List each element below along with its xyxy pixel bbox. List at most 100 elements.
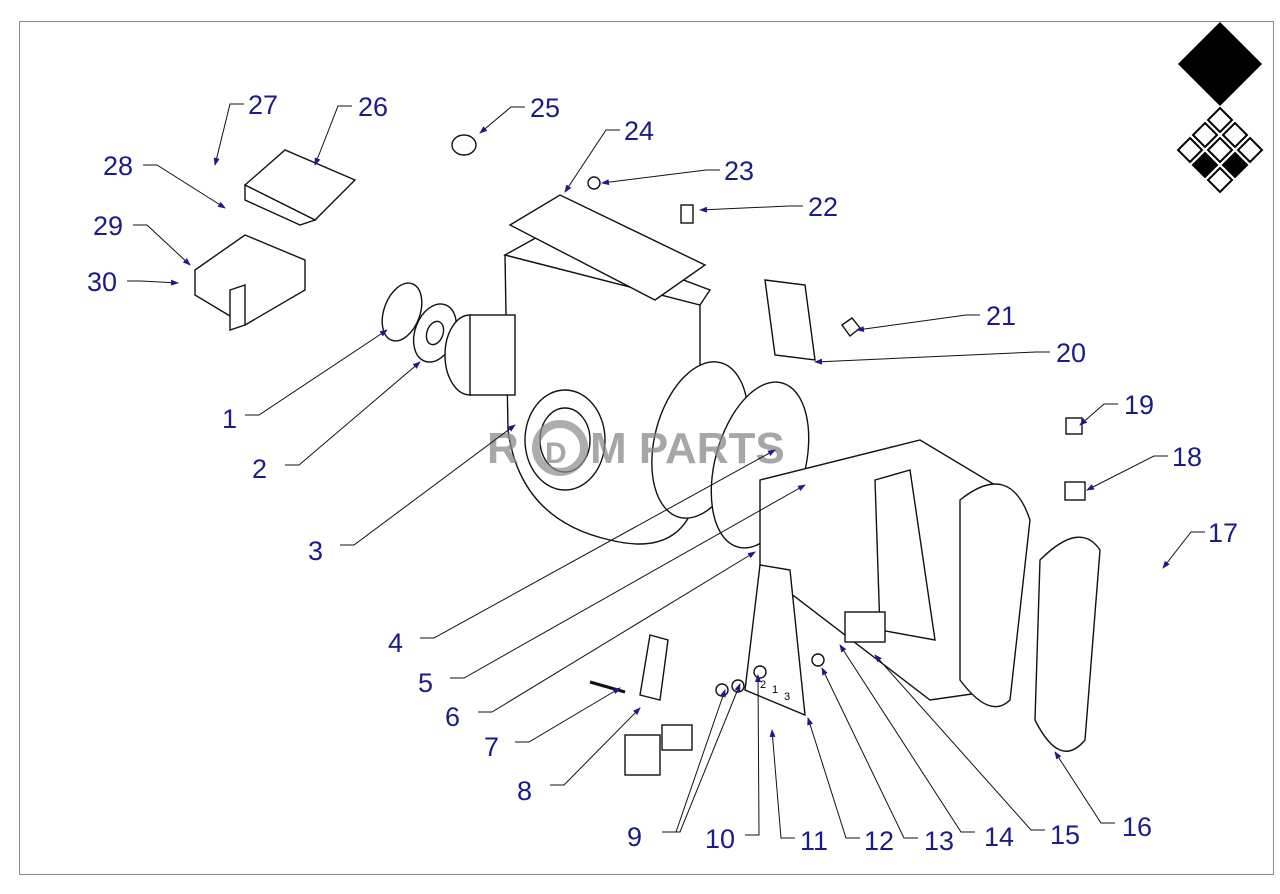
callout-label: 14: [984, 822, 1014, 852]
part-circlip-1: [381, 282, 423, 342]
callout-label: 29: [93, 211, 123, 241]
callout-28[interactable]: 28: [103, 151, 226, 209]
callout-label: 7: [484, 732, 499, 762]
callout-29[interactable]: 29: [93, 211, 191, 266]
callout-16[interactable]: 16: [1054, 751, 1152, 842]
callout-18[interactable]: 18: [1086, 442, 1202, 491]
leader-line: [133, 224, 191, 266]
callout-5[interactable]: 5: [418, 484, 806, 698]
callout-label: 9: [627, 822, 642, 852]
callout-25[interactable]: 25: [479, 93, 560, 134]
callout-9[interactable]: 9: [627, 683, 741, 852]
callout-14[interactable]: 14: [839, 644, 1014, 852]
callout-10[interactable]: 10: [705, 674, 762, 854]
diagram-frame: [19, 21, 1274, 875]
callout-17[interactable]: 17: [1162, 518, 1238, 569]
callout-24[interactable]: 24: [564, 116, 654, 193]
leader-line: [745, 674, 762, 836]
leader-line: [478, 551, 756, 713]
callout-8[interactable]: 8: [517, 707, 641, 806]
leader-line: [856, 314, 980, 333]
callout-6[interactable]: 6: [445, 551, 756, 732]
callout-label: 21: [986, 301, 1016, 331]
callout-3[interactable]: 3: [308, 424, 516, 566]
leader-line: [213, 103, 244, 166]
callout-label: 28: [103, 151, 133, 181]
callout-label: 11: [800, 826, 828, 856]
callout-15[interactable]: 15: [874, 654, 1080, 850]
callout-label: 10: [705, 824, 735, 854]
leader-line: [821, 667, 918, 839]
part-cover-plate-24: [508, 194, 707, 301]
leader-line: [1162, 531, 1205, 569]
callout-19[interactable]: 19: [1079, 390, 1154, 426]
callout-4[interactable]: 4: [388, 449, 776, 658]
leader-line: [127, 279, 179, 286]
leader-line: [807, 717, 860, 839]
leader-line: [874, 654, 1045, 831]
callout-label: 3: [308, 536, 323, 566]
leader-line: [285, 361, 421, 466]
part-plug-18: [1064, 481, 1086, 501]
part-bracket-20: [764, 279, 816, 361]
callout-label: 24: [624, 116, 654, 146]
callout-12[interactable]: 12: [807, 717, 894, 856]
part-bracket-29: [194, 234, 306, 331]
bracket-marking: 1: [772, 684, 778, 696]
bracket-marking: 3: [784, 691, 790, 703]
callout-label: 4: [388, 628, 403, 658]
leader-line: [601, 169, 720, 186]
callout-22[interactable]: 22: [699, 192, 838, 222]
leader-line: [245, 329, 388, 416]
callout-label: 20: [1056, 338, 1086, 368]
leader-line: [420, 449, 776, 639]
callout-2[interactable]: 2: [252, 361, 421, 484]
callout-23[interactable]: 23: [601, 156, 754, 186]
leader-line: [662, 689, 726, 833]
part-cover-26: [243, 149, 357, 226]
callout-26[interactable]: 26: [314, 92, 388, 166]
callout-label: 6: [445, 702, 460, 732]
part-washer-11: [753, 665, 767, 679]
leader-line: [450, 484, 806, 679]
callout-7[interactable]: 7: [484, 687, 621, 762]
svg-text:R: R: [487, 424, 519, 473]
leader-line: [814, 351, 1050, 365]
svg-text:D: D: [545, 437, 567, 470]
callout-20[interactable]: 20: [814, 338, 1086, 368]
callout-1[interactable]: 1: [222, 329, 388, 434]
callout-label: 26: [358, 92, 388, 122]
callout-label: 23: [724, 156, 754, 186]
callout-label: 30: [87, 267, 117, 297]
part-spring: [661, 724, 693, 751]
leader-line: [314, 105, 352, 166]
callout-21[interactable]: 21: [856, 301, 1016, 333]
part-nut-21: [841, 317, 861, 338]
leader-line: [515, 687, 621, 743]
part-plug-23: [587, 176, 601, 190]
part-chain-cover-16: [959, 483, 1101, 752]
leader-line: [564, 129, 620, 193]
part-tensioner-15: [874, 469, 936, 641]
callout-label: 18: [1172, 442, 1202, 472]
brand-logo: [1176, 22, 1264, 194]
bracket-marking: 2: [760, 679, 766, 691]
callout-label: 19: [1124, 390, 1154, 420]
callout-27[interactable]: 27: [213, 90, 278, 166]
part-bolt-22: [680, 204, 694, 224]
part-block-14: [844, 611, 886, 643]
callout-label: 13: [924, 826, 954, 856]
callout-label: 17: [1208, 518, 1238, 548]
part-washer-13: [811, 653, 825, 667]
callout-11[interactable]: 11: [769, 729, 828, 856]
callout-label: 2: [252, 454, 267, 484]
callout-label: 15: [1050, 820, 1080, 850]
part-lever-8: [639, 634, 669, 701]
part-plug-19: [1065, 417, 1083, 435]
part-breather-25: [451, 134, 477, 156]
callout-30[interactable]: 30: [87, 267, 179, 297]
callout-13[interactable]: 13: [821, 667, 954, 856]
callout-label: 1: [222, 404, 237, 434]
callout-label: 22: [808, 192, 838, 222]
